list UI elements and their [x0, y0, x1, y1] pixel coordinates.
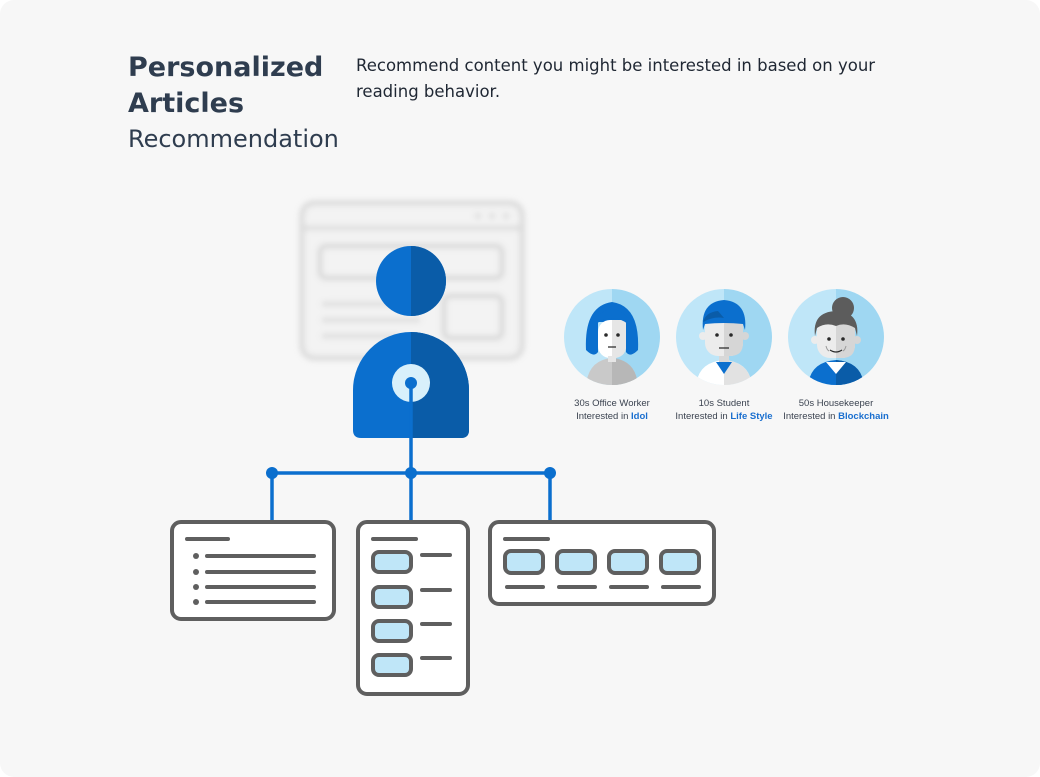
title-line-1: Personalized — [128, 52, 324, 83]
student-avatar-icon — [676, 289, 772, 385]
persona-interest-prefix: Interested in — [783, 411, 836, 422]
persona-caption: 10s Student Interested in Life Style — [659, 397, 789, 423]
connector-node-left — [266, 467, 278, 479]
connector-lines — [270, 383, 552, 520]
persona-interest-line: Interested in Idol — [547, 410, 677, 423]
title-block: Personalized Articles Recommendation — [128, 50, 339, 156]
persona-caption: 50s Housekeeper Interested in Blockchain — [771, 397, 901, 423]
persona-role: 50s Housekeeper — [798, 398, 874, 409]
persona-interest-prefix: Interested in — [576, 411, 629, 422]
connector-node-right — [544, 467, 556, 479]
description: Recommend content you might be intereste… — [356, 56, 876, 101]
persona-role: 10s Student — [698, 398, 750, 409]
persona-role: 30s Office Worker — [574, 398, 650, 409]
persona-interest-line: Interested in Blockchain — [771, 410, 901, 423]
persona-caption: 30s Office Worker Interested in Idol — [547, 397, 677, 423]
grid-layout-card-icon — [488, 520, 716, 606]
office-worker-avatar-icon — [564, 289, 660, 385]
title-line-3: Recommendation — [128, 125, 339, 153]
title-line-2: Articles — [128, 88, 245, 119]
list-layout-card-icon — [170, 520, 336, 621]
persona-interest-line: Interested in Life Style — [659, 410, 789, 423]
housekeeper-avatar-icon — [788, 289, 884, 385]
connector-node-center — [405, 467, 417, 479]
persona-interest: Blockchain — [838, 411, 889, 422]
persona-interest: Idol — [631, 411, 648, 422]
persona-interest-prefix: Interested in — [675, 411, 728, 422]
thumbnail-list-card-icon — [356, 520, 470, 696]
persona-interest: Life Style — [730, 411, 773, 422]
